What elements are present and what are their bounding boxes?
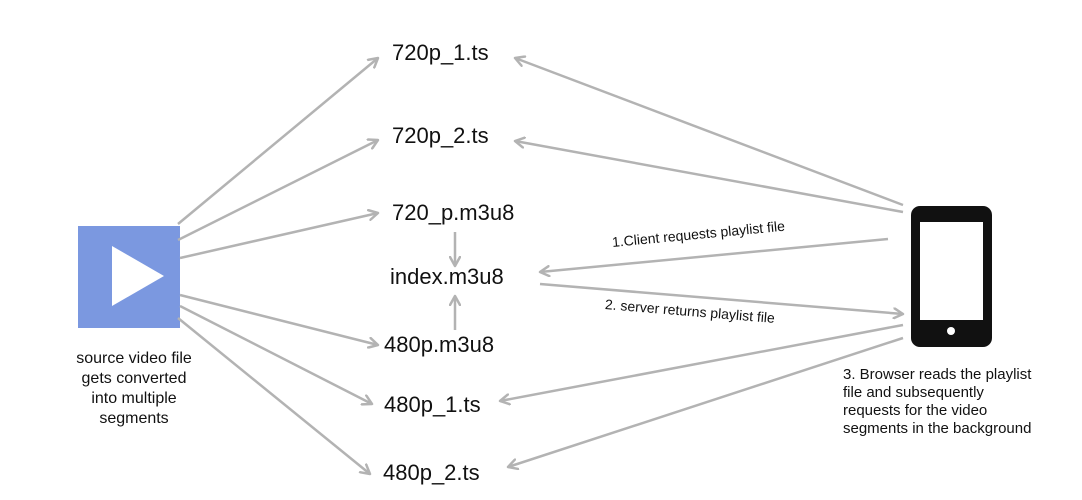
file-720p-2: 720p_2.ts	[392, 123, 489, 148]
browser-caption-line: requests for the video	[843, 402, 988, 419]
client-arrows	[500, 58, 903, 467]
file-480p-2: 480p_2.ts	[383, 460, 480, 485]
arrow-phone-to-720p-1	[515, 58, 904, 207]
arrow-phone-to-480p-2	[508, 336, 904, 467]
play-video-icon	[78, 226, 180, 328]
arrow-to-720p-1	[177, 58, 378, 225]
arrow-to-480p-1	[179, 304, 372, 404]
source-caption-line: source video file	[76, 350, 192, 367]
browser-caption: 3. Browser reads the playlist file and s…	[843, 366, 1079, 438]
browser-caption-line: file and subsequently	[843, 384, 984, 401]
smartphone-icon	[911, 206, 992, 347]
source-caption-line: into multiple	[91, 390, 177, 407]
file-480-playlist: 480p.m3u8	[384, 332, 495, 357]
arrow-phone-to-480p-1	[500, 323, 904, 401]
source-caption-line: gets converted	[81, 370, 187, 387]
browser-caption-line: segments in the background	[843, 420, 1032, 437]
arrow-to-480-playlist	[179, 293, 378, 345]
arrow-return-playlist	[539, 282, 903, 314]
conversion-arrows	[177, 58, 378, 474]
file-index-playlist: index.m3u8	[390, 264, 504, 289]
arrow-to-720p-2	[177, 140, 378, 242]
file-480p-1: 480p_1.ts	[384, 392, 481, 417]
arrow-phone-to-720p-2	[515, 141, 904, 214]
arrow-request-playlist	[540, 237, 889, 272]
arrow-to-720-playlist	[179, 213, 378, 260]
source-caption-line: segments	[99, 410, 169, 427]
browser-caption-line: 3. Browser reads the playlist	[843, 366, 1032, 383]
file-720-playlist: 720_p.m3u8	[392, 200, 515, 225]
arrow-to-480p-2	[177, 317, 370, 474]
file-720p-1: 720p_1.ts	[392, 40, 489, 65]
source-caption: source video file gets converted into mu…	[44, 349, 224, 429]
